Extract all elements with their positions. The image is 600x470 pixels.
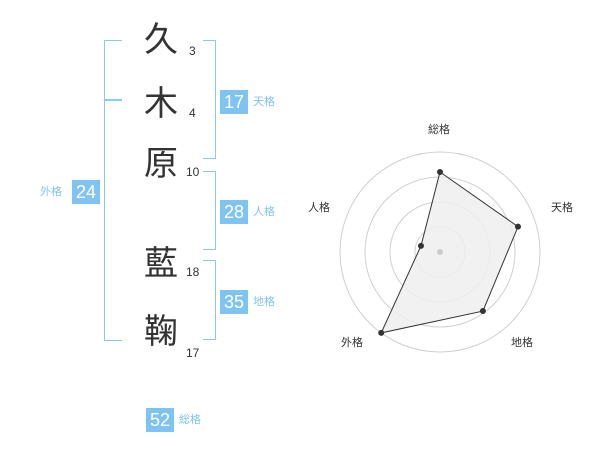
radar-label-soukaku: 総格 bbox=[428, 123, 450, 136]
radar-label-chikaku: 地格 bbox=[511, 336, 533, 349]
radar-point-3 bbox=[479, 308, 486, 315]
kanji-4: 藍 bbox=[144, 244, 178, 284]
kanji-2: 木 bbox=[144, 84, 178, 124]
chikaku-value-badge: 35 bbox=[220, 290, 248, 314]
kanji-3: 原 bbox=[144, 144, 178, 184]
radar-point-1 bbox=[437, 169, 443, 175]
radar-point-5 bbox=[417, 242, 424, 249]
tenkaku-bracket bbox=[203, 40, 216, 159]
stroke-count-5: 17 bbox=[186, 346, 200, 360]
stroke-count-4: 18 bbox=[186, 265, 200, 279]
soukaku-value-badge: 52 bbox=[146, 408, 174, 432]
radar-label-gaikaku: 外格 bbox=[341, 336, 363, 349]
jinkaku-label: 人格 bbox=[253, 205, 275, 218]
chikaku-bracket bbox=[203, 260, 216, 340]
chikaku-label: 地格 bbox=[253, 295, 275, 308]
tenkaku-label: 天格 bbox=[253, 95, 275, 108]
radar-center-dot bbox=[437, 249, 443, 255]
soukaku-label: 総格 bbox=[179, 413, 201, 426]
radar-label-jinkaku: 人格 bbox=[308, 201, 330, 214]
gaikaku-bracket bbox=[104, 40, 122, 341]
kanji-5: 鞠 bbox=[144, 312, 178, 352]
stroke-count-1: 3 bbox=[189, 44, 196, 58]
stroke-count-3: 10 bbox=[186, 165, 200, 179]
radar-label-tenkaku: 天格 bbox=[551, 201, 573, 214]
jinkaku-bracket bbox=[203, 171, 216, 250]
stroke-count-2: 4 bbox=[189, 106, 196, 120]
gaikaku-bracket-inner-tick bbox=[104, 99, 122, 101]
kanji-1: 久 bbox=[144, 20, 178, 60]
radar-data-polygon bbox=[380, 171, 519, 334]
radar-point-2 bbox=[514, 223, 521, 230]
gaikaku-value-badge: 24 bbox=[72, 180, 100, 204]
radar-ring-4 bbox=[339, 151, 541, 353]
radar-point-4 bbox=[378, 329, 385, 336]
tenkaku-value-badge: 17 bbox=[220, 90, 248, 114]
gaikaku-label: 外格 bbox=[40, 185, 62, 198]
jinkaku-value-badge: 28 bbox=[220, 200, 248, 224]
